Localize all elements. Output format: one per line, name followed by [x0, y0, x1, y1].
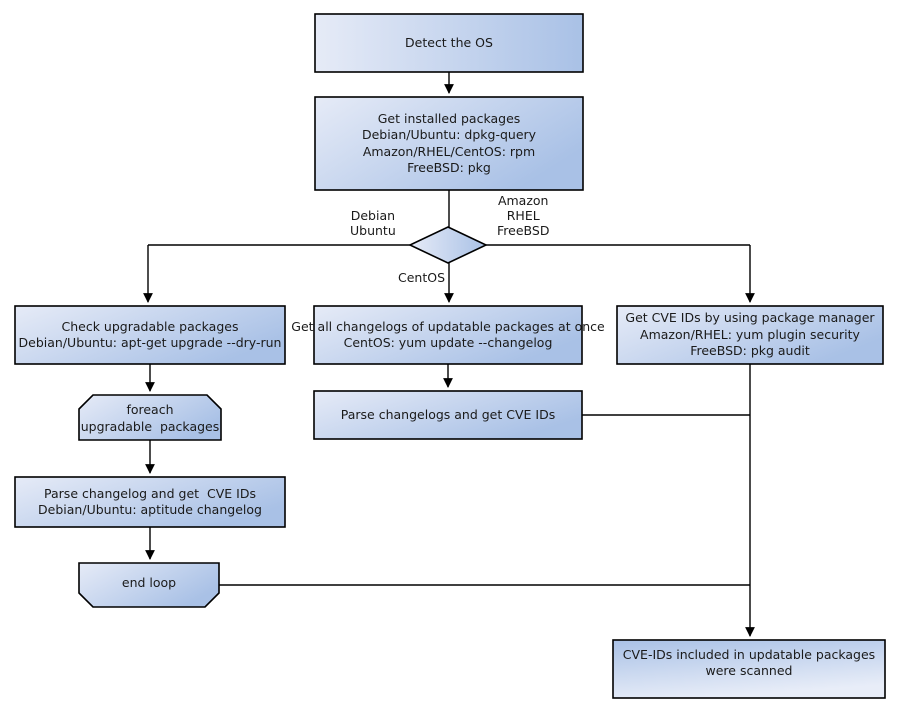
nodes-group	[14, 13, 886, 699]
node-get-all-changelogs[interactable]	[313, 305, 583, 365]
node-get-installed-packages[interactable]	[314, 96, 584, 191]
node-check-upgradable-packages[interactable]	[14, 305, 286, 365]
node-end-loop[interactable]	[78, 562, 220, 608]
connectors-group	[143, 72, 755, 637]
node-parse-changelog-debian[interactable]	[14, 476, 286, 528]
node-get-cve-ids-package-manager[interactable]	[616, 305, 884, 365]
node-scan-complete[interactable]	[612, 639, 886, 699]
node-detect-os[interactable]	[314, 13, 584, 73]
node-parse-changelogs-centos[interactable]	[313, 390, 583, 440]
node-os-decision[interactable]	[408, 226, 488, 264]
node-foreach-upgradable-packages[interactable]	[78, 394, 222, 441]
